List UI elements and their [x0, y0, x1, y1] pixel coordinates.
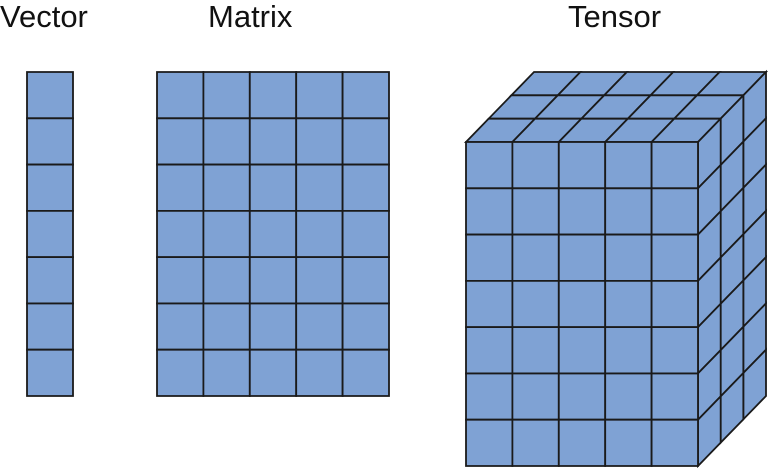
matrix-cell-r7-c3	[248, 348, 298, 397]
matrix-cell-r2-c3	[248, 117, 298, 166]
vector-cell-r5-c1	[26, 256, 74, 305]
matrix-cell-r4-c4	[295, 209, 344, 259]
matrix-cell-r3-c5	[341, 163, 390, 212]
tensor-front-cell-r7-c4	[604, 418, 653, 467]
matrix-cell-r7-c4	[295, 348, 344, 397]
tensor-front-cell-r4-c3	[557, 279, 607, 329]
tensor-cube	[463, 69, 768, 468]
tensor-front-cell-r6-c2	[511, 372, 560, 421]
matrix-grid	[156, 71, 390, 397]
tensor-front-cell-r4-c5	[650, 279, 699, 329]
matrix-cell-r5-c5	[341, 256, 390, 305]
matrix-cell-r1-c5	[341, 71, 390, 120]
matrix-cell-r7-c2	[202, 348, 251, 397]
tensor-front-cell-r3-c3	[557, 233, 607, 282]
tensor-front-cell-r3-c5	[650, 233, 699, 282]
matrix-cell-r3-c1	[156, 163, 205, 212]
vector-cell-r6-c1	[26, 302, 74, 351]
vector-cell-r4-c1	[26, 209, 74, 259]
matrix-cell-r2-c5	[341, 117, 390, 166]
matrix-cell-r6-c2	[202, 302, 251, 351]
tensor-front-cell-r5-c4	[604, 326, 653, 375]
tensor-front-cell-r1-c4	[604, 141, 653, 190]
vector-cell-r3-c1	[26, 163, 74, 212]
tensor-front-cell-r1-c3	[557, 141, 607, 190]
vector-cell-r7-c1	[26, 348, 74, 397]
tensor-front-cell-r2-c4	[604, 187, 653, 236]
tensor-front-cell-r1-c2	[511, 141, 560, 190]
tensor-front-cell-r4-c1	[465, 279, 514, 329]
vector-grid	[26, 71, 74, 397]
tensor-front-cell-r1-c5	[650, 141, 699, 190]
matrix-cell-r1-c4	[295, 71, 344, 120]
tensor-front-cell-r2-c2	[511, 187, 560, 236]
matrix-cell-r5-c1	[156, 256, 205, 305]
matrix-cell-r2-c4	[295, 117, 344, 166]
tensor-front-cell-r3-c1	[465, 233, 514, 282]
tensor-front-cell-r6-c1	[465, 372, 514, 421]
matrix-cell-r2-c2	[202, 117, 251, 166]
matrix-cell-r4-c3	[248, 209, 298, 259]
matrix-cell-r6-c4	[295, 302, 344, 351]
tensor-front-cell-r2-c3	[557, 187, 607, 236]
tensor-front-cell-r2-c1	[465, 187, 514, 236]
matrix-cell-r6-c1	[156, 302, 205, 351]
matrix-cell-r3-c4	[295, 163, 344, 212]
tensor-front-cell-r4-c2	[511, 279, 560, 329]
matrix-cell-r7-c5	[341, 348, 390, 397]
matrix-cell-r6-c3	[248, 302, 298, 351]
matrix-cell-r5-c2	[202, 256, 251, 305]
matrix-cell-r4-c1	[156, 209, 205, 259]
tensor-front-cell-r7-c2	[511, 418, 560, 467]
tensor-front-cell-r6-c3	[557, 372, 607, 421]
matrix-cell-r1-c2	[202, 71, 251, 120]
tensor-front-cell-r5-c3	[557, 326, 607, 375]
vector-title: Vector	[0, 0, 88, 34]
tensor-front-cell-r7-c3	[557, 418, 607, 467]
matrix-cell-r7-c1	[156, 348, 205, 397]
tensor-front-cell-r6-c4	[604, 372, 653, 421]
tensor-front-cell-r7-c5	[650, 418, 699, 467]
tensor-front-cell-r1-c1	[465, 141, 514, 190]
tensor-front-cell-r4-c4	[604, 279, 653, 329]
matrix-cell-r1-c1	[156, 71, 205, 120]
tensor-front-cell-r2-c5	[650, 187, 699, 236]
vector-cell-r2-c1	[26, 117, 74, 166]
tensor-front-cell-r3-c4	[604, 233, 653, 282]
matrix-cell-r2-c1	[156, 117, 205, 166]
matrix-cell-r6-c5	[341, 302, 390, 351]
tensor-front-cell-r7-c1	[465, 418, 514, 467]
matrix-cell-r5-c4	[295, 256, 344, 305]
tensor-front-cell-r3-c2	[511, 233, 560, 282]
matrix-cell-r3-c3	[248, 163, 298, 212]
matrix-cell-r4-c2	[202, 209, 251, 259]
vector-cell-r1-c1	[26, 71, 74, 120]
matrix-cell-r4-c5	[341, 209, 390, 259]
matrix-title: Matrix	[208, 0, 293, 34]
tensor-front-cell-r5-c5	[650, 326, 699, 375]
tensor-front-cell-r5-c2	[511, 326, 560, 375]
matrix-cell-r5-c3	[248, 256, 298, 305]
tensor-front-cell-r6-c5	[650, 372, 699, 421]
tensor-title: Tensor	[568, 0, 662, 34]
matrix-cell-r1-c3	[248, 71, 298, 120]
tensor-front-cell-r5-c1	[465, 326, 514, 375]
matrix-cell-r3-c2	[202, 163, 251, 212]
